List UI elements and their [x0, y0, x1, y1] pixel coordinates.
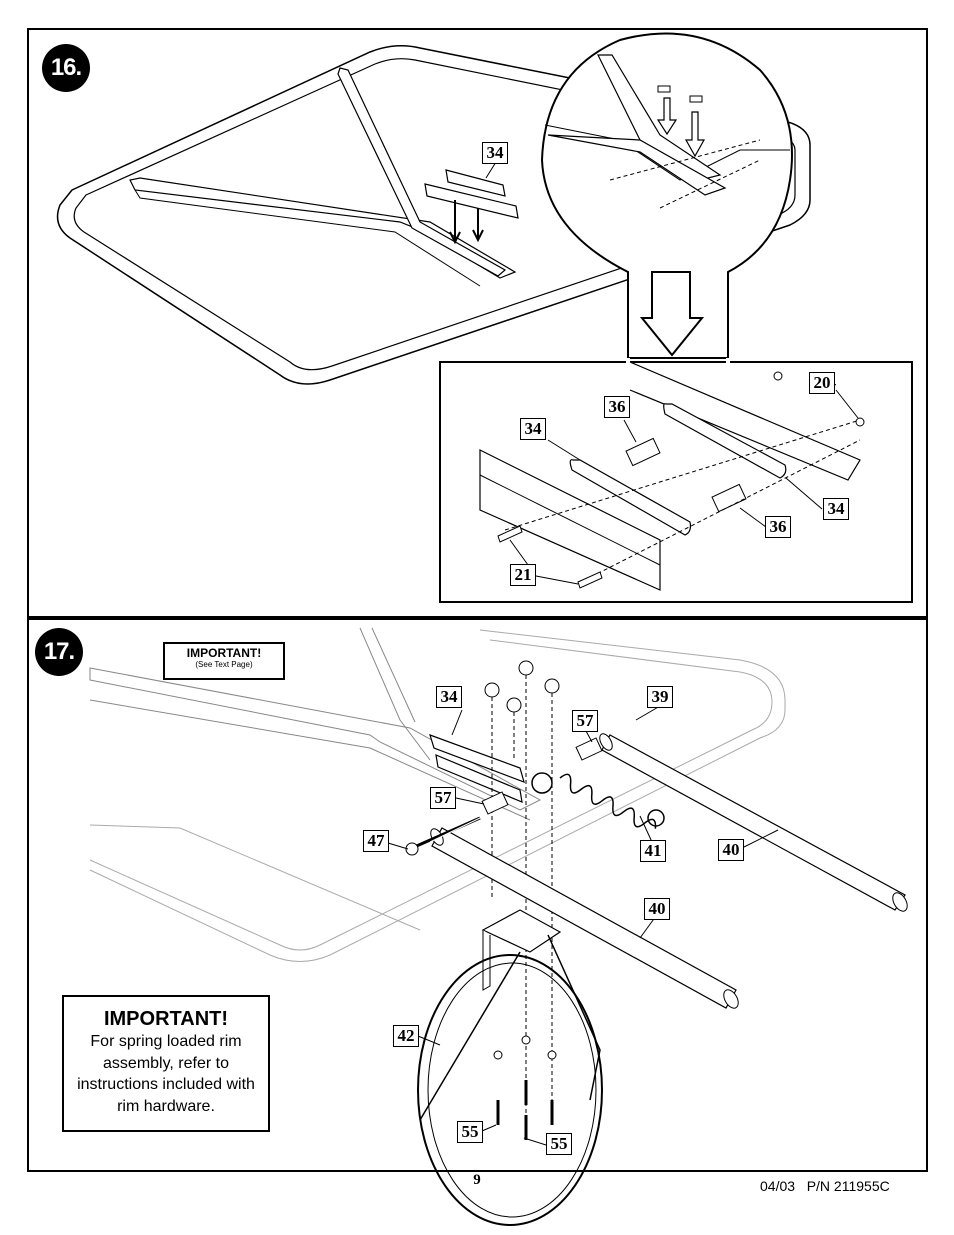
callout-34-detail-right: 34 — [823, 498, 849, 520]
page-number: 9 — [473, 1172, 481, 1188]
small-note-title: IMPORTANT! — [186, 646, 262, 660]
callout-55-left: 55 — [457, 1121, 483, 1143]
part-number: 04/03 P/N 211955C — [760, 1178, 890, 1194]
small-note-subtitle: (See Text Page) — [195, 660, 253, 669]
callout-34-step17: 34 — [436, 686, 462, 708]
callout-21: 21 — [510, 564, 536, 586]
step-17-panel — [27, 616, 928, 1172]
callout-57-top: 57 — [572, 710, 598, 732]
step-17-number: 17. — [35, 628, 83, 676]
callout-42: 42 — [393, 1025, 419, 1047]
callout-41: 41 — [640, 840, 666, 862]
important-small-note: IMPORTANT! (See Text Page) — [163, 642, 285, 680]
callout-20: 20 — [809, 372, 835, 394]
important-rim-note: IMPORTANT! For spring loaded rim assembl… — [62, 995, 270, 1132]
callout-34-main: 34 — [482, 142, 508, 164]
important-note-title: IMPORTANT! — [103, 1008, 229, 1030]
callout-34-detail-left: 34 — [520, 418, 546, 440]
important-note-body: For spring loaded rim assembly, refer to… — [77, 1033, 255, 1115]
step-16-number: 16. — [42, 44, 90, 92]
callout-40-right: 40 — [718, 839, 744, 861]
callout-36-bottom: 36 — [765, 516, 791, 538]
callout-39: 39 — [647, 686, 673, 708]
callout-36-top: 36 — [604, 396, 630, 418]
callout-55-right: 55 — [546, 1133, 572, 1155]
callout-47: 47 — [363, 830, 389, 852]
callout-40-mid: 40 — [644, 898, 670, 920]
callout-57-left: 57 — [430, 787, 456, 809]
